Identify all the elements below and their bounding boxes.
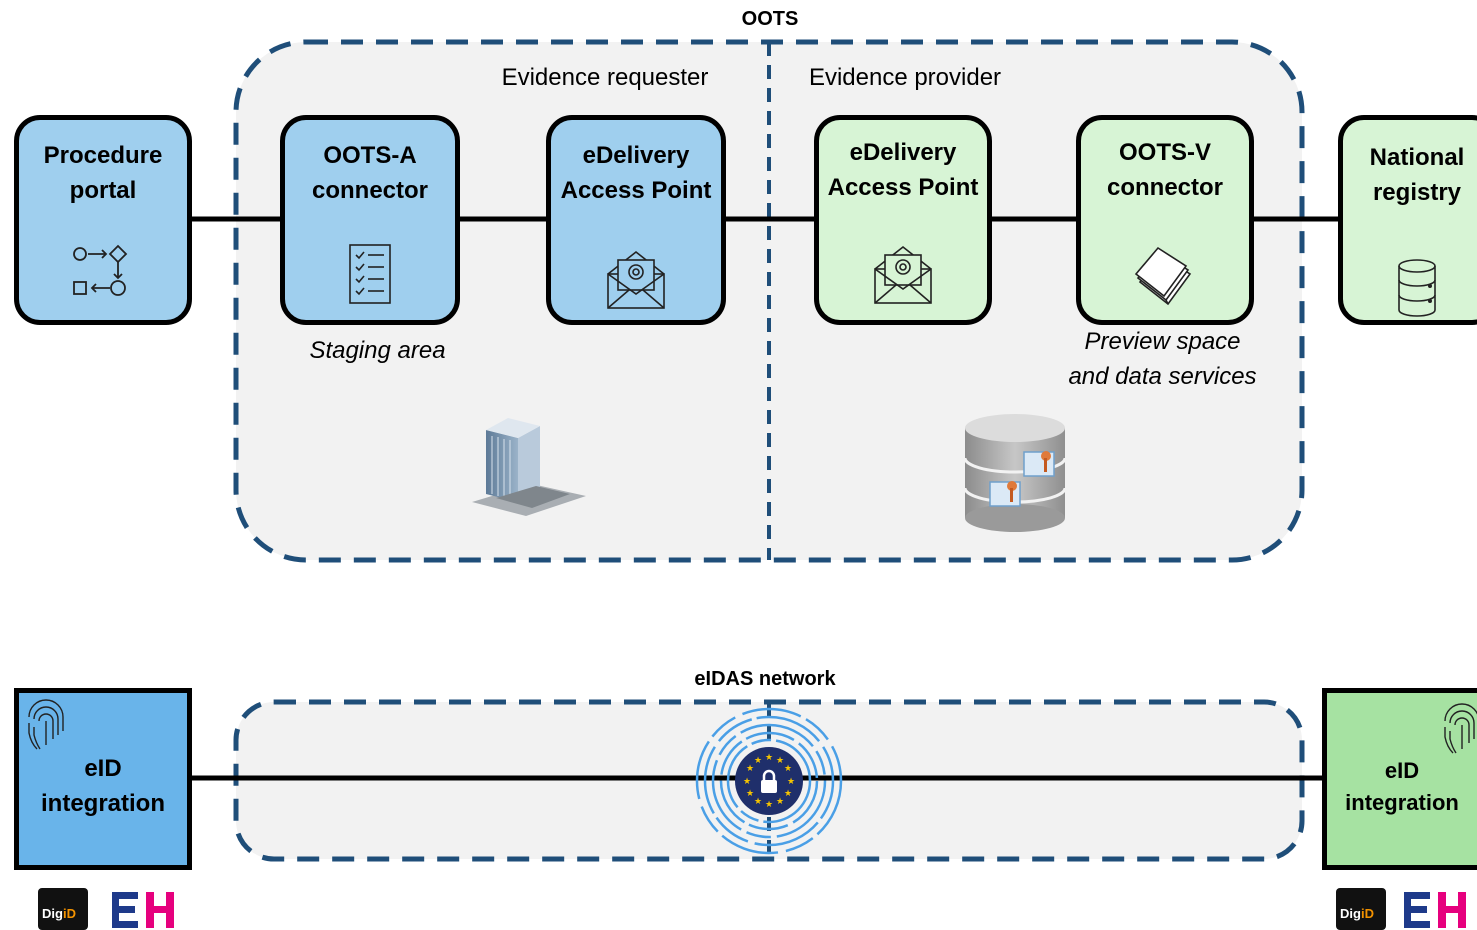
- svg-text:★: ★: [754, 797, 762, 807]
- ootsa-connector-line2: connector: [311, 177, 428, 204]
- workflow-icon: [73, 244, 128, 296]
- edelivery-requester-line1: eDelivery: [582, 142, 690, 169]
- national-registry-line1: National: [1369, 144, 1465, 171]
- national-registry-node: National registry: [1338, 115, 1477, 325]
- eh-logo: [112, 892, 174, 928]
- oots-title: OOTS: [741, 8, 799, 30]
- digid-logo: DigiD: [1336, 888, 1386, 930]
- eid-integration-left: eID integration: [14, 688, 192, 870]
- evidence-provider-label: Evidence provider: [808, 64, 1002, 91]
- certificate-db-icon: [963, 414, 1067, 532]
- svg-text:★: ★: [743, 777, 751, 787]
- edelivery-requester-line2: Access Point: [560, 177, 712, 204]
- ootsa-connector-node: OOTS-A connector: [280, 115, 460, 325]
- preview-space-label: Preview space: [1084, 328, 1241, 355]
- svg-text:★: ★: [784, 764, 792, 774]
- digid-text: DigiD: [1340, 906, 1374, 921]
- svg-text:★: ★: [765, 800, 773, 810]
- eid-integration-right: eID integration: [1322, 688, 1477, 870]
- procedure-portal-line1: Procedure: [43, 142, 163, 169]
- eid-left-line1: eID: [84, 755, 122, 782]
- svg-text:★: ★: [746, 789, 754, 799]
- evidence-requester-label: Evidence requester: [501, 64, 709, 91]
- procedure-portal-line2: portal: [69, 177, 137, 204]
- national-registry-line2: registry: [1372, 179, 1462, 206]
- ootsv-connector-line2: connector: [1106, 174, 1223, 201]
- ootsv-connector-node: OOTS-V connector: [1076, 115, 1254, 325]
- edelivery-provider-node: eDelivery Access Point: [814, 115, 992, 325]
- email-icon: [607, 250, 665, 309]
- pages-icon: [1134, 246, 1192, 306]
- staging-area-label: Staging area: [309, 337, 446, 364]
- digid-logo: DigiD: [38, 888, 88, 930]
- procedure-portal-node: Procedure portal: [14, 115, 192, 325]
- eid-right-line2: integration: [1345, 790, 1459, 815]
- svg-text:★: ★: [776, 756, 784, 766]
- eid-left-line2: integration: [41, 790, 165, 817]
- svg-text:★: ★: [776, 797, 784, 807]
- svg-text:★: ★: [754, 756, 762, 766]
- fingerprint-icon: [1444, 703, 1477, 754]
- building-icon: [472, 418, 586, 516]
- svg-text:★: ★: [746, 764, 754, 774]
- ootsa-connector-line1: OOTS-A: [323, 142, 417, 169]
- email-icon: [874, 245, 932, 304]
- edelivery-requester-node: eDelivery Access Point: [546, 115, 726, 325]
- data-services-label: and data services: [1068, 363, 1257, 390]
- database-icon: [1398, 259, 1436, 317]
- digid-text: DigiD: [42, 906, 76, 921]
- edelivery-provider-line1: eDelivery: [849, 139, 957, 166]
- svg-text:★: ★: [784, 789, 792, 799]
- eidas-title: eIDAS network: [694, 668, 836, 690]
- fingerprint-icon: [28, 699, 64, 750]
- eh-logo: [1404, 892, 1466, 928]
- ootsv-connector-line1: OOTS-V: [1118, 139, 1211, 166]
- eid-right-line1: eID: [1384, 758, 1420, 783]
- eu-lock-icon: ★★★ ★★★ ★★★ ★★★: [695, 707, 843, 855]
- svg-text:★: ★: [787, 777, 795, 787]
- svg-text:★: ★: [765, 753, 773, 763]
- checklist-icon: [349, 244, 391, 304]
- edelivery-provider-line2: Access Point: [827, 174, 979, 201]
